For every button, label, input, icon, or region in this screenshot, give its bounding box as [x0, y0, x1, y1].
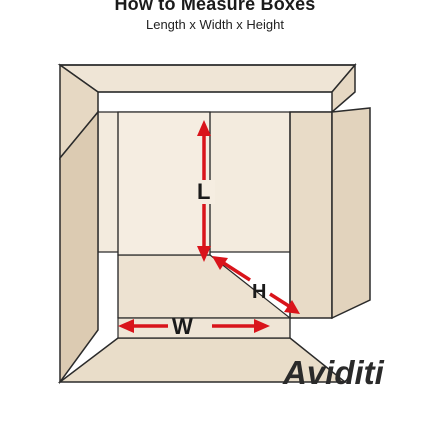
height-label: H — [252, 281, 266, 303]
page-subtitle: Length x Width x Height — [145, 17, 285, 32]
page-title: How to Measure Boxes — [114, 0, 316, 14]
top-back-flap — [57, 64, 357, 93]
length-label-bg — [193, 180, 215, 204]
width-arrow — [118, 319, 270, 333]
brand-logo: Aviditi — [282, 354, 385, 391]
height-arrow — [212, 256, 300, 314]
width-label: W — [172, 314, 193, 339]
right-side-wall — [289, 111, 333, 319]
length-label: L — [197, 179, 210, 204]
left-side-wall — [59, 109, 99, 385]
right-outer-flap — [331, 107, 371, 320]
